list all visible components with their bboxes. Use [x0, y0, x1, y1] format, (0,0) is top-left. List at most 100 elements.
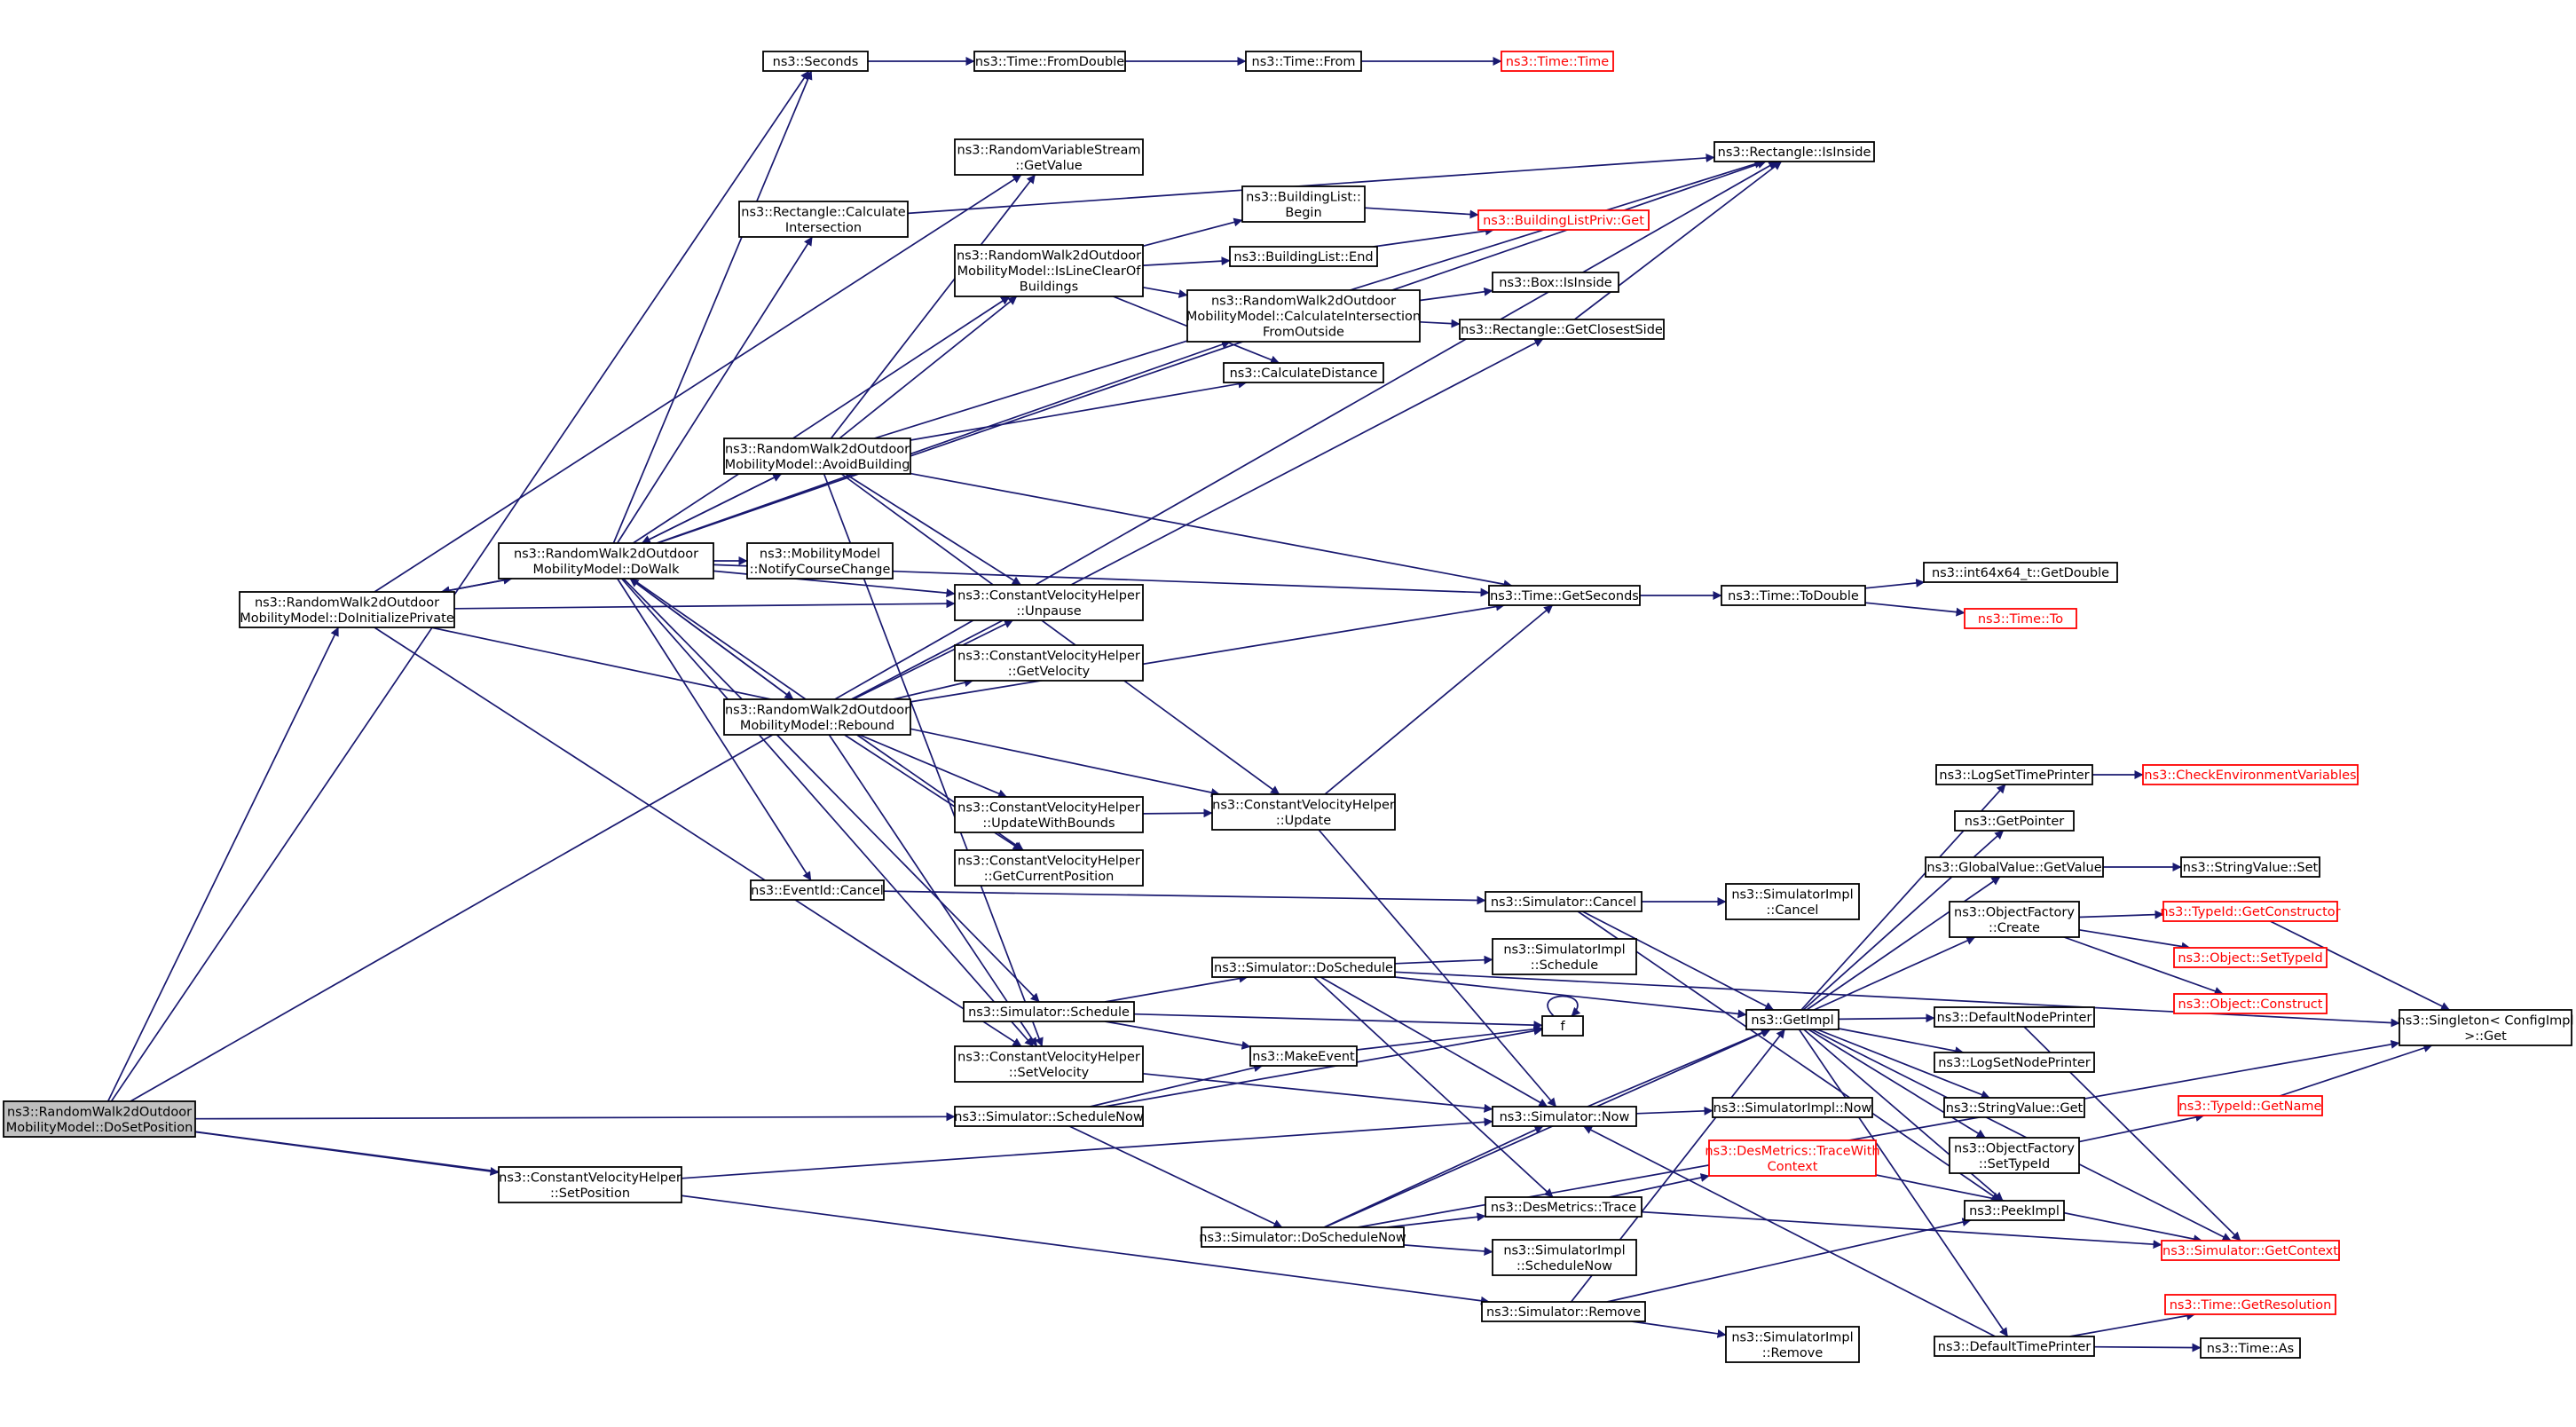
call-edge-setposhelper-to-simnow	[681, 1117, 1493, 1179]
function-node-blprivget[interactable]: ns3::BuildingListPriv::Get	[1477, 209, 1650, 231]
function-node-schednow[interactable]: ns3::Simulator::ScheduleNow	[954, 1106, 1144, 1127]
node-label: ns3::Simulator::DoScheduleNow	[1199, 1231, 1406, 1245]
function-node-f[interactable]: f	[1541, 1015, 1584, 1037]
function-node-evcancel[interactable]: ns3::EventId::Cancel	[750, 879, 885, 901]
node-box	[1241, 185, 1366, 223]
function-node-simimplcancel[interactable]: ns3::SimulatorImpl::Cancel	[1725, 883, 1860, 920]
function-node-rebound[interactable]: ns3::RandomWalk2dOutdoorMobilityModel::R…	[723, 698, 911, 736]
function-node-peekimpl[interactable]: ns3::PeekImpl	[1964, 1200, 2065, 1221]
function-node-logsetnp[interactable]: ns3::LogSetNodePrinter	[1934, 1052, 2095, 1073]
call-edge-ofcreate-to-objsettypeid	[2078, 928, 2191, 951]
node-box	[2162, 901, 2338, 922]
call-edge-getimpl-to-deftimeprinter	[1798, 1029, 2009, 1337]
function-node-simimplsched[interactable]: ns3::SimulatorImpl::Schedule	[1492, 938, 1637, 975]
function-node-getpointer[interactable]: ns3::GetPointer	[1954, 810, 2075, 832]
function-node-simimplremove[interactable]: ns3::SimulatorImpl::Remove	[1725, 1326, 1860, 1363]
node-label: ns3::Simulator::Now	[1500, 1110, 1630, 1124]
function-node-getseconds[interactable]: ns3::Time::GetSeconds	[1488, 585, 1641, 606]
node-label: MobilityModel::AvoidBuilding	[725, 458, 910, 472]
function-node-dosetpos[interactable]: ns3::RandomWalk2dOutdoorMobilityModel::D…	[3, 1100, 196, 1138]
node-label: ::SetVelocity	[1009, 1066, 1090, 1080]
node-label: ns3::BuildingList::	[1246, 190, 1361, 204]
function-node-calcfromout[interactable]: ns3::RandomWalk2dOutdoorMobilityModel::C…	[1186, 289, 1421, 343]
call-edge-doschednow-to-destrace	[1387, 1212, 1486, 1228]
function-node-defnodeprinter[interactable]: ns3::DefaultNodePrinter	[1934, 1006, 2095, 1028]
function-node-timetime[interactable]: ns3::Time::Time	[1501, 51, 1614, 72]
function-node-getimpl[interactable]: ns3::GetImpl	[1745, 1009, 1839, 1030]
function-node-cvupdwb[interactable]: ns3::ConstantVelocityHelper::UpdateWithB…	[954, 796, 1144, 833]
function-node-simcancel[interactable]: ns3::Simulator::Cancel	[1485, 891, 1642, 912]
function-node-boxinside[interactable]: ns3::Box::IsInside	[1492, 272, 1619, 293]
function-node-singleton[interactable]: ns3::Singleton< ConfigImpl >::Get	[2398, 1009, 2574, 1046]
call-edge-doschednow-to-getimpl	[1324, 1029, 1771, 1228]
function-node-ofsettypeid[interactable]: ns3::ObjectFactory::SetTypeId	[1949, 1137, 2080, 1174]
function-node-rectcalc[interactable]: ns3::Rectangle::CalculateIntersection	[738, 201, 909, 238]
function-node-cvupdate[interactable]: ns3::ConstantVelocityHelper::Update	[1211, 793, 1396, 831]
function-node-simnow[interactable]: ns3::Simulator::Now	[1492, 1106, 1637, 1127]
function-node-logsettp[interactable]: ns3::LogSetTimePrinter	[1935, 764, 2093, 785]
function-node-blend[interactable]: ns3::BuildingList::End	[1229, 246, 1378, 267]
function-node-makeevent[interactable]: ns3::MakeEvent	[1249, 1045, 1358, 1067]
function-node-timegetres[interactable]: ns3::Time::GetResolution	[2164, 1294, 2336, 1315]
function-node-simimplschednow[interactable]: ns3::SimulatorImpl::ScheduleNow	[1492, 1239, 1637, 1276]
node-label: MobilityModel::IsLineClearOf	[957, 264, 1142, 279]
function-node-rvsget[interactable]: ns3::RandomVariableStream::GetValue	[954, 138, 1144, 176]
function-node-ofcreate[interactable]: ns3::ObjectFactory::Create	[1949, 901, 2080, 938]
function-node-getclosest[interactable]: ns3::Rectangle::GetClosestSide	[1459, 319, 1665, 340]
function-node-destrace[interactable]: ns3::DesMetrics::Trace	[1485, 1196, 1642, 1218]
function-node-todouble[interactable]: ns3::Time::ToDouble	[1721, 585, 1866, 606]
function-node-calcdist[interactable]: ns3::CalculateDistance	[1223, 362, 1384, 383]
function-node-svget[interactable]: ns3::StringValue::Get	[1943, 1097, 2085, 1118]
function-node-dowalk[interactable]: ns3::RandomWalk2dOutdoorMobilityModel::D…	[498, 542, 714, 579]
call-edge-rebound-to-getseconds	[910, 602, 1505, 703]
node-label: ::SetPosition	[550, 1187, 630, 1201]
function-node-setposhelper[interactable]: ns3::ConstantVelocityHelper::SetPosition	[498, 1166, 682, 1203]
function-node-blbegin[interactable]: ns3::BuildingList::Begin	[1241, 185, 1366, 223]
function-node-timeto[interactable]: ns3::Time::To	[1964, 608, 2077, 629]
function-node-schedule[interactable]: ns3::Simulator::Schedule	[963, 1001, 1135, 1022]
function-node-rectinside[interactable]: ns3::Rectangle::IsInside	[1713, 141, 1875, 162]
function-node-avoid[interactable]: ns3::RandomWalk2dOutdoorMobilityModel::A…	[723, 438, 911, 475]
function-node-int64get[interactable]: ns3::int64x64_t::GetDouble	[1923, 562, 2118, 583]
function-node-checkenv[interactable]: ns3::CheckEnvironmentVariables	[2142, 764, 2359, 785]
function-node-simimplnow[interactable]: ns3::SimulatorImpl::Now	[1712, 1097, 1873, 1118]
function-node-doschednow[interactable]: ns3::Simulator::DoScheduleNow	[1199, 1226, 1406, 1248]
node-box	[498, 1166, 682, 1203]
function-node-gvgetvalue[interactable]: ns3::GlobalValue::GetValue	[1925, 856, 2104, 878]
function-node-tidgetctor[interactable]: ns3::TypeId::GetConstructor	[2160, 901, 2341, 922]
function-node-timeas[interactable]: ns3::Time::As	[2200, 1337, 2301, 1359]
function-node-fromdouble[interactable]: ns3::Time::FromDouble	[973, 51, 1126, 72]
call-edge-deftimeprinter-to-timeas	[2093, 1343, 2202, 1352]
node-label: Buildings	[1020, 280, 1078, 295]
node-label: ::Cancel	[1767, 903, 1819, 918]
node-label: ns3::ObjectFactory	[1954, 905, 2075, 919]
function-node-objsettypeid[interactable]: ns3::Object::SetTypeId	[2173, 947, 2328, 968]
function-node-cvgetcur[interactable]: ns3::ConstantVelocityHelper::GetCurrentP…	[954, 849, 1144, 887]
function-node-islineclear[interactable]: ns3::RandomWalk2dOutdoorMobilityModel::I…	[954, 244, 1144, 297]
function-node-seconds[interactable]: ns3::Seconds	[762, 51, 869, 72]
call-edge-getimpl-to-peekimpl	[1803, 1029, 2004, 1202]
function-node-simgetctx[interactable]: ns3::Simulator::GetContext	[2161, 1240, 2340, 1261]
call-edge-getclosest-to-rectinside	[1573, 161, 1783, 320]
function-node-cvsetvel[interactable]: ns3::ConstantVelocityHelper::SetVelocity	[954, 1045, 1144, 1083]
function-node-doinit[interactable]: ns3::RandomWalk2dOutdoorMobilityModel::D…	[239, 591, 455, 628]
function-node-simremove[interactable]: ns3::Simulator::Remove	[1481, 1301, 1646, 1322]
function-node-mmnotify[interactable]: ns3::MobilityModel::NotifyCourseChange	[746, 542, 894, 579]
function-node-timefrom[interactable]: ns3::Time::From	[1245, 51, 1362, 72]
call-edge-avoid-to-dowalk	[641, 473, 783, 544]
function-node-svset[interactable]: ns3::StringValue::Set	[2180, 856, 2320, 878]
node-box	[954, 1045, 1144, 1083]
node-label: ns3::Simulator::GetContext	[2162, 1244, 2338, 1258]
function-node-objconstruct[interactable]: ns3::Object::Construct	[2173, 993, 2328, 1014]
function-node-cvgetvel[interactable]: ns3::ConstantVelocityHelper::GetVelocity	[954, 644, 1144, 682]
function-node-tidgetname[interactable]: ns3::TypeId::GetName	[2178, 1095, 2323, 1116]
node-label: ns3::ConstantVelocityHelper	[957, 800, 1140, 815]
node-box	[954, 849, 1144, 887]
node-label: ns3::Rectangle::GetClosestSide	[1461, 323, 1663, 337]
function-node-doschedule[interactable]: ns3::Simulator::DoSchedule	[1211, 957, 1396, 978]
function-node-deftimeprinter[interactable]: ns3::DefaultTimePrinter	[1934, 1336, 2095, 1357]
call-edge-rebound-to-dowalk	[629, 578, 794, 700]
call-edge-destrace-to-destracewith	[1609, 1173, 1710, 1198]
function-node-cvunpause[interactable]: ns3::ConstantVelocityHelper::Unpause	[954, 584, 1144, 621]
